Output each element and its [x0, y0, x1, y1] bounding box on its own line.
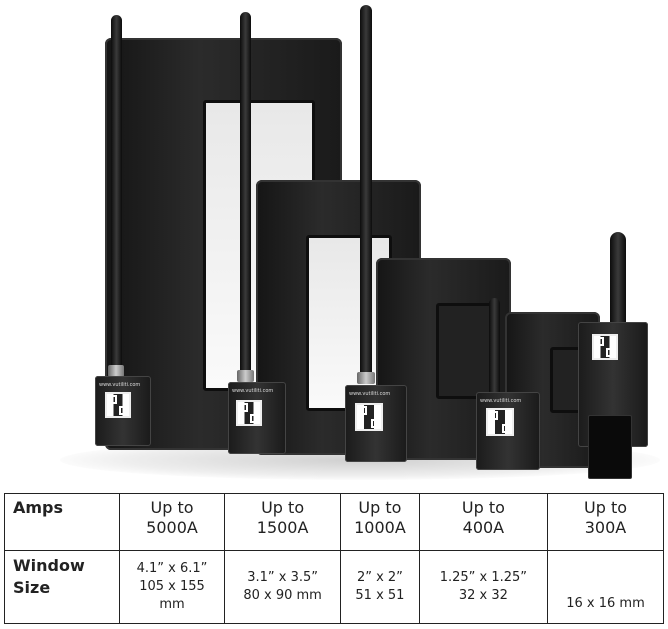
wireless-module: www.vutiliti.com	[476, 392, 540, 470]
product-photo: www.vutiliti.com www.vutiliti.com www.vu…	[60, 5, 660, 480]
module-url: www.vutiliti.com	[99, 382, 141, 388]
cell-line: Up to	[358, 498, 402, 517]
cell-line: 2” x 2”	[356, 570, 403, 585]
cell-line: 3.1” x 3.5”	[247, 570, 318, 585]
cell-line: 1500A	[256, 518, 309, 537]
cell-line: 105 x 155	[139, 579, 205, 594]
header-line: Size	[13, 578, 51, 597]
wireless-module: www.vutiliti.com	[95, 376, 151, 446]
cell-line: Up to	[461, 498, 505, 517]
qr-code	[592, 334, 618, 360]
qr-code	[486, 408, 514, 436]
cell-line: 32 x 32	[458, 588, 508, 603]
wireless-module: www.vutiliti.com	[345, 385, 407, 462]
cell-line: 4.1” x 6.1”	[136, 561, 208, 576]
module-url: www.vutiliti.com	[232, 388, 274, 394]
row-header: Amps	[4, 493, 120, 551]
cell-line: Up to	[150, 498, 194, 517]
sensor-clamp	[588, 415, 632, 479]
table-cell: 4.1” x 6.1” 105 x 155 mm	[118, 550, 226, 624]
wireless-module: www.vutiliti.com	[228, 382, 286, 454]
antenna-nut	[357, 372, 375, 384]
antenna	[111, 15, 122, 370]
antenna	[240, 12, 251, 377]
cell-line: 1000A	[354, 518, 406, 537]
cell-line: Up to	[261, 498, 305, 517]
qr-code	[105, 392, 131, 418]
cell-line: 1.25” x 1.25”	[439, 570, 528, 585]
antenna	[360, 5, 372, 380]
antenna-nut	[237, 370, 254, 382]
module-url: www.vutiliti.com	[480, 398, 522, 404]
header-line: Window	[13, 556, 85, 575]
table-cell: 2” x 2” 51 x 51	[340, 550, 420, 624]
sensor-window	[436, 303, 497, 399]
cell-line: mm	[159, 597, 185, 612]
cell-line: 300A	[584, 518, 627, 537]
cell-line: 80 x 90 mm	[243, 588, 322, 603]
qr-code	[355, 403, 383, 431]
antenna	[610, 232, 626, 332]
table-cell: 16 x 16 mm	[546, 550, 665, 624]
cell-line: 16 x 16 mm	[566, 596, 645, 611]
module-url: www.vutiliti.com	[349, 391, 391, 397]
cell-line: 51 x 51	[355, 588, 405, 603]
table-cell: 3.1” x 3.5” 80 x 90 mm	[224, 550, 342, 624]
qr-code	[236, 400, 262, 426]
antenna	[489, 298, 500, 393]
cell-line: 5000A	[146, 518, 198, 537]
cell-line: 400A	[462, 518, 505, 537]
antenna-nut	[108, 365, 124, 377]
cell-line: Up to	[583, 498, 627, 517]
table-cell: 1.25” x 1.25” 32 x 32	[418, 550, 548, 624]
